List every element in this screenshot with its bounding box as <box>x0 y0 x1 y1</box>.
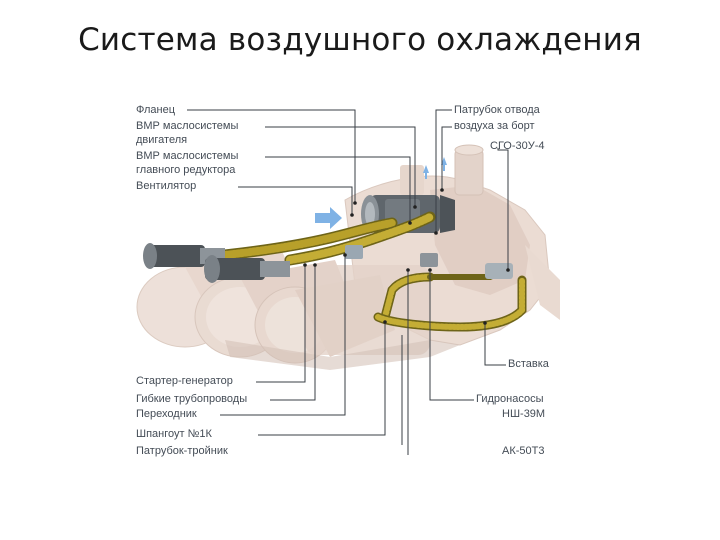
cooling-system-diagram <box>136 109 560 455</box>
slide-title: Система воздушного охлаждения <box>78 22 642 58</box>
label-fan: Вентилятор <box>136 180 197 192</box>
label-sgo-30u-4: СГО-30У-4 <box>490 140 545 152</box>
leader-dots <box>303 188 510 325</box>
flexible-pipes <box>219 211 527 332</box>
label-insert: Вставка <box>508 358 549 370</box>
airflow-arrow-intake <box>315 207 342 229</box>
label-ak-50t3: АК-50Т3 <box>502 445 545 457</box>
label-engine-oil-cooler-line1: ВМР маслосистемы <box>136 120 239 132</box>
label-starter-generator: Стартер-генератор <box>136 375 233 387</box>
label-hydraulic-pumps-line1: Гидронасосы <box>476 393 544 405</box>
label-air-outlet-line2: воздуха за борт <box>454 120 535 132</box>
label-gearbox-oil-cooler-line1: ВМР маслосистемы <box>136 150 239 162</box>
label-engine-oil-cooler-line2: двигателя <box>136 134 188 146</box>
label-gearbox-oil-cooler-line2: главного редуктора <box>136 164 236 176</box>
label-frame-1k: Шпангоут №1К <box>136 428 212 440</box>
oil-coolers <box>143 243 513 283</box>
airflow-arrow-up-1 <box>423 165 429 173</box>
label-hydraulic-pumps-line2: НШ-39М <box>502 408 546 420</box>
label-adapter: Переходник <box>136 408 197 420</box>
label-flange: Фланец <box>136 104 176 116</box>
airflow-arrow-up-1-stem <box>425 173 427 179</box>
airflow-arrows <box>315 157 447 229</box>
leader-lines <box>187 109 509 455</box>
label-air-outlet-line1: Патрубок отвода <box>454 104 540 116</box>
cooling-system-figure: Фланец ВМР маслосистемы двигателя ВМР ма… <box>130 95 560 460</box>
label-tee-branch-pipe: Патрубок-тройник <box>136 445 228 457</box>
airflow-arrow-up-2-stem <box>443 165 445 171</box>
label-flexible-pipes: Гибкие трубопроводы <box>136 393 248 405</box>
